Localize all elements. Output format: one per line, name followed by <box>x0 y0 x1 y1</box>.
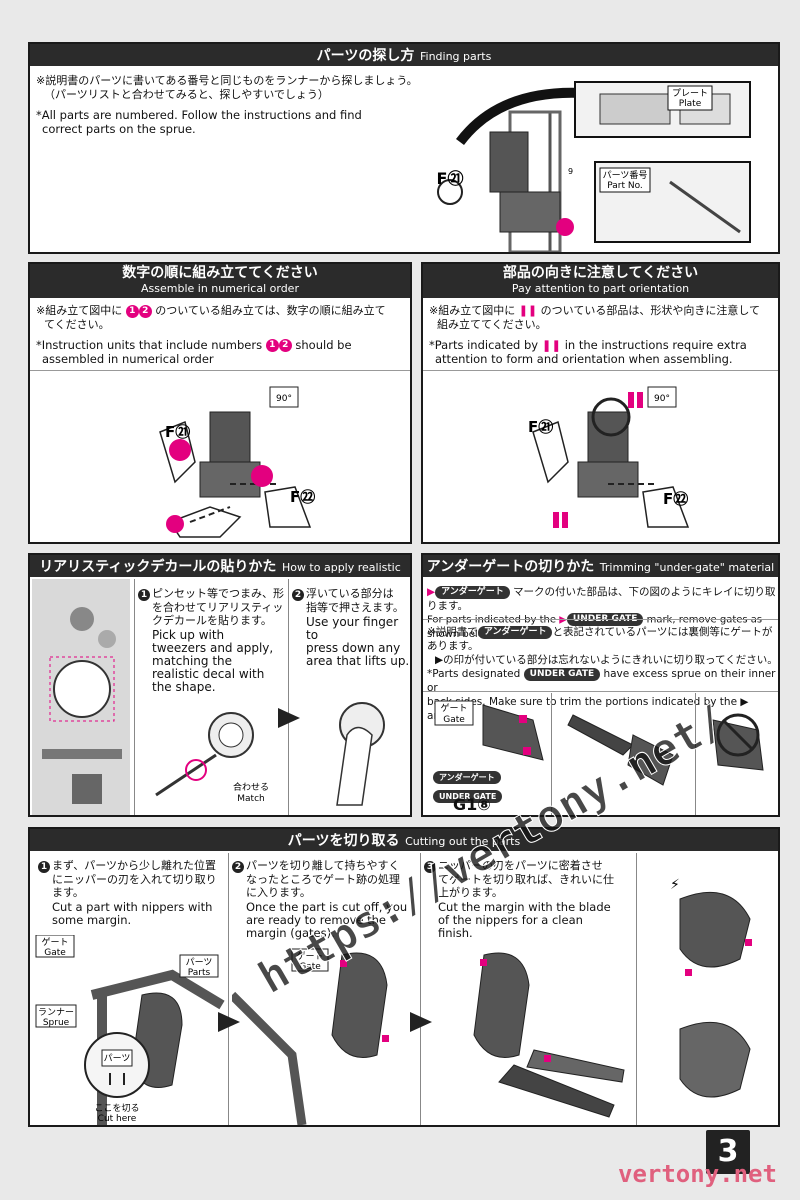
match-label-en: Match <box>237 794 264 804</box>
step2-marker-icon <box>169 439 191 461</box>
step1-marker-icon <box>251 465 273 487</box>
grey-part <box>474 953 529 1058</box>
decal-press-illustration <box>292 695 410 815</box>
rotate-90-label: 90° <box>654 394 670 404</box>
finding-parts-title-jp: パーツの探し方 <box>317 48 415 64</box>
decals-header: リアリスティックデカールの貼りかた How to apply realistic… <box>30 555 410 577</box>
tweezers-icon <box>156 755 216 795</box>
cut-here-label-jp: ここを切る <box>94 1103 139 1114</box>
finding-en-text: *All parts are numbered. Follow the inst… <box>36 108 362 136</box>
grey-part <box>490 132 528 192</box>
assemble-title-jp: 数字の順に組み立ててください <box>30 266 410 281</box>
orientation-en-text: *Parts indicated by ❚❚ in the instructio… <box>429 338 777 366</box>
cut-here-label-en: Cut here <box>98 1114 137 1124</box>
number-2-icon: 2 <box>139 305 152 318</box>
arrow-mark-icon: ▶ <box>427 586 435 598</box>
assemble-title-en: Assemble in numerical order <box>30 281 410 296</box>
grey-part <box>332 953 387 1058</box>
partno-label-jp: パーツ番号 <box>603 169 648 181</box>
undergate-title-jp: アンダーゲートの切りかた <box>427 559 594 575</box>
partno-label-en: Part No. <box>607 181 643 191</box>
cutting-final-illustration: ⚡ <box>640 859 780 1119</box>
cutting-title-jp: パーツを切り取る <box>288 833 400 849</box>
finding-parts-header: パーツの探し方 Finding parts <box>30 44 778 66</box>
decals-title-jp: リアリスティックデカールの貼りかた <box>39 559 276 575</box>
match-label-jp: 合わせる <box>233 781 269 793</box>
undergate-header: アンダーゲートの切りかた Trimming "under-gate" mater… <box>423 555 778 577</box>
decals-panel: リアリスティックデカールの貼りかた How to apply realistic… <box>28 553 412 817</box>
orientation-panel: 部品の向きに注意してください Pay attention to part ori… <box>421 262 780 544</box>
gate-label-en: Gate <box>443 715 465 725</box>
orientation-illustration: 90° F㉑ F㉒ <box>423 372 778 542</box>
cutting-step1-illustration: ゲート Gate パーツ Parts ランナー Sprue パーツ ここを切る … <box>32 935 228 1125</box>
assemble-illustration: 90° F㉑ F㉒ <box>30 372 410 542</box>
undergate-code: G1⑧ <box>453 795 491 814</box>
callout-f22: F㉒ <box>290 488 315 506</box>
assemble-en-text: *Instruction units that include numbers … <box>36 338 408 366</box>
attention-mark-icon: ❚❚ <box>519 304 537 317</box>
finger-icon <box>337 728 372 806</box>
finding-parts-panel: パーツの探し方 Finding parts ※説明書のパーツに書いてある番号と同… <box>28 42 780 254</box>
decal-circle <box>54 661 110 717</box>
step1-marker-icon <box>556 218 574 236</box>
callout-f22: F㉒ <box>663 490 688 508</box>
spark-icon: ⚡ <box>670 877 680 893</box>
finding-parts-title-en: Finding parts <box>420 50 491 63</box>
orientation-title-en: Pay attention to part orientation <box>423 281 778 296</box>
attention-mark-icon: ❚❚ <box>542 338 561 352</box>
finding-jp-text: ※説明書のパーツに書いてある番号と同じものをランナーから探しましょう。 （パーツ… <box>36 74 418 102</box>
finding-parts-illustration: プレート Plate パーツ番号 Part No. F㉑ 9 <box>400 72 780 252</box>
callout-f21: F㉑ <box>528 418 553 436</box>
svg-text:パーツ: パーツ <box>186 957 213 968</box>
attention-mark-icon <box>628 392 634 408</box>
cutting-step-1: 1まず、パーツから少し離れた位置 にニッパーの刃を入れて切り取り ます。 Cut… <box>38 859 228 927</box>
rotate-90-label: 90° <box>276 394 292 404</box>
under-gate-badge-jp: アンダーゲート <box>435 586 510 599</box>
sprue-frame <box>232 995 302 1125</box>
corner-watermark: vertony.net <box>618 1160 777 1188</box>
plate-label-jp: プレート <box>672 88 708 99</box>
grey-part <box>483 705 543 760</box>
assemble-header: 数字の順に組み立ててください Assemble in numerical ord… <box>30 264 410 298</box>
number-2-icon: 2 <box>279 339 292 352</box>
orientation-header: 部品の向きに注意してください Pay attention to part ori… <box>423 264 778 298</box>
undergate-title-en: Trimming "under-gate" material <box>600 561 774 574</box>
svg-text:Gate: Gate <box>44 948 66 958</box>
number-1-icon: 1 <box>266 339 279 352</box>
svg-text:パーツ: パーツ <box>104 1053 131 1064</box>
callout-f21: F㉑ <box>437 169 464 188</box>
plate-label-en: Plate <box>679 99 702 109</box>
svg-text:ゲート: ゲート <box>41 936 68 948</box>
assemble-panel: 数字の順に組み立ててください Assemble in numerical ord… <box>28 262 412 544</box>
orientation-title-jp: 部品の向きに注意してください <box>423 266 778 281</box>
grey-part <box>680 892 750 967</box>
orientation-jp-text: ※組み立て図中に ❚❚ のついている部品は、形状や向きに注意して 組み立ててくだ… <box>429 304 777 332</box>
decal-apply-illustration: 合わせる Match <box>136 705 286 815</box>
cutting-header: パーツを切り取る Cutting out the parts <box>30 829 778 851</box>
number-1-icon: 1 <box>126 305 139 318</box>
svg-text:Parts: Parts <box>188 968 211 978</box>
decal-sheet-illustration <box>32 579 132 815</box>
cutting-step3-illustration <box>424 935 634 1125</box>
svg-text:ランナー: ランナー <box>38 1007 74 1018</box>
gate-label-jp: ゲート <box>440 702 467 714</box>
svg-text:9: 9 <box>568 167 573 176</box>
callout-f21: F㉑ <box>165 423 190 441</box>
svg-text:Sprue: Sprue <box>43 1018 70 1028</box>
